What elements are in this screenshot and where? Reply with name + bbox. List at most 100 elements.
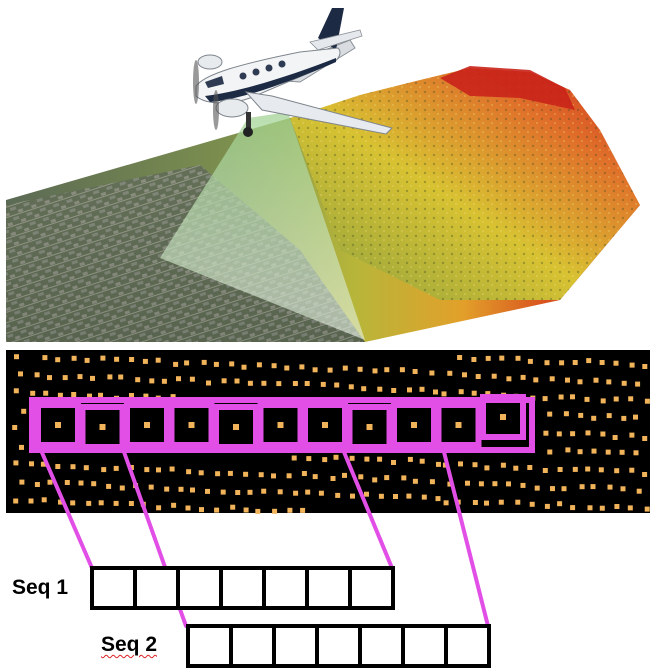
point <box>235 490 241 495</box>
point <box>485 391 491 397</box>
point <box>206 380 211 386</box>
point <box>429 479 435 485</box>
point <box>570 431 576 437</box>
point <box>293 490 299 496</box>
point <box>465 480 470 486</box>
point <box>457 355 463 360</box>
point <box>635 381 641 387</box>
point <box>572 466 578 472</box>
point <box>412 369 418 374</box>
point <box>406 493 412 499</box>
point <box>184 360 190 366</box>
point <box>77 374 83 380</box>
seq1-cell <box>90 566 137 610</box>
point <box>87 393 92 399</box>
point <box>148 484 154 490</box>
point <box>306 456 312 462</box>
point <box>43 390 49 396</box>
point <box>612 435 618 440</box>
point <box>189 376 195 382</box>
point <box>384 475 390 481</box>
point <box>633 414 638 420</box>
point <box>629 432 635 438</box>
point <box>570 394 575 400</box>
point <box>342 365 348 371</box>
point <box>83 465 89 471</box>
window-point <box>144 422 150 428</box>
point <box>186 469 192 475</box>
point <box>565 447 571 453</box>
point <box>205 488 210 494</box>
point <box>412 478 418 484</box>
point <box>98 392 103 398</box>
point <box>462 372 467 378</box>
point <box>118 374 124 380</box>
seq2-cell <box>444 624 491 668</box>
point <box>42 355 48 361</box>
point <box>498 499 504 505</box>
point <box>492 481 498 487</box>
highlight-band <box>29 397 535 453</box>
window-point <box>500 414 506 420</box>
seq2-label: Seq 2 <box>101 633 157 657</box>
point <box>58 499 63 505</box>
point <box>276 381 282 387</box>
highlight-window <box>435 402 482 448</box>
point <box>485 355 491 361</box>
laser-beam <box>160 112 365 340</box>
point <box>144 467 150 473</box>
point <box>47 479 53 485</box>
point <box>255 508 261 514</box>
point <box>377 456 383 462</box>
point <box>547 449 553 455</box>
seq2-cell <box>358 624 405 668</box>
point <box>556 431 562 437</box>
connector-lines <box>38 446 490 628</box>
point <box>201 359 207 365</box>
point <box>358 474 364 480</box>
point <box>607 484 613 490</box>
point <box>542 468 548 473</box>
point <box>475 374 481 379</box>
point <box>393 494 398 499</box>
point <box>513 465 519 471</box>
point <box>433 389 438 395</box>
point <box>90 375 95 381</box>
point <box>520 482 526 488</box>
point <box>364 491 369 497</box>
point <box>561 486 567 492</box>
seq2-cell <box>401 624 448 668</box>
point <box>286 473 292 479</box>
mountain-peak <box>440 66 575 110</box>
point <box>57 392 63 398</box>
point <box>221 378 227 384</box>
point <box>176 376 181 382</box>
point <box>621 415 627 421</box>
point <box>443 500 449 506</box>
point <box>18 371 23 377</box>
point <box>86 500 92 506</box>
point <box>327 367 333 373</box>
point <box>570 505 576 511</box>
point <box>143 393 149 399</box>
point <box>547 411 553 417</box>
point <box>515 355 521 361</box>
point <box>447 481 453 487</box>
point <box>155 357 161 363</box>
point <box>271 473 276 479</box>
point <box>13 388 19 394</box>
point <box>292 381 298 386</box>
point <box>605 449 611 455</box>
point <box>565 377 570 383</box>
window-point <box>233 424 239 430</box>
point <box>291 455 297 461</box>
point <box>34 372 40 378</box>
seq2-label-text: Seq 2 <box>101 633 158 656</box>
highlight-window <box>480 394 526 440</box>
highlight-window <box>124 402 170 448</box>
point <box>585 430 591 436</box>
point <box>372 477 378 483</box>
point <box>558 394 564 400</box>
point <box>441 391 447 397</box>
